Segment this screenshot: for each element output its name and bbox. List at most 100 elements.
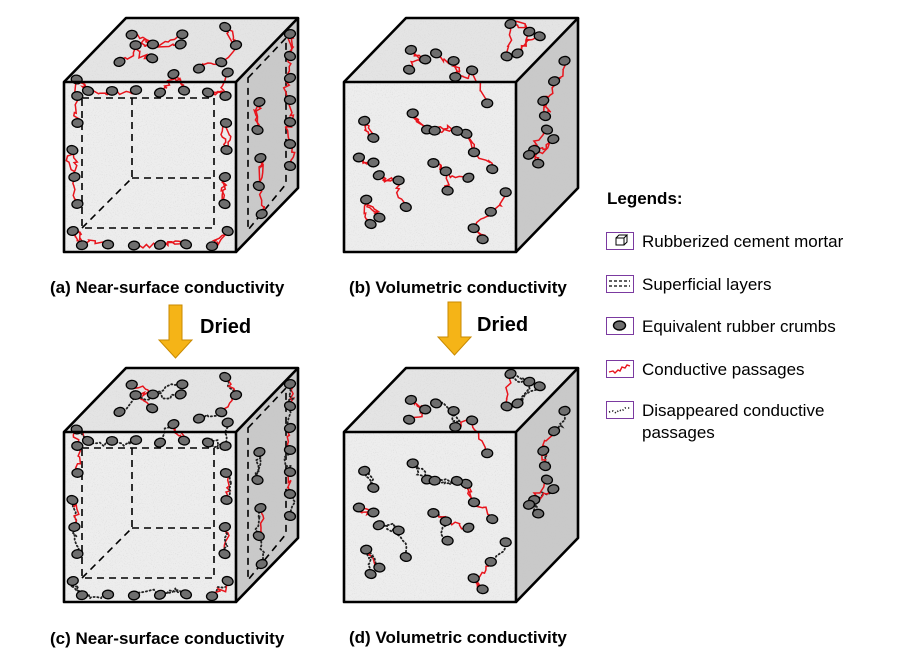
legend-item-disappeared: Disappeared conductive passages bbox=[606, 400, 882, 444]
legend-item-superficial: Superficial layers bbox=[606, 274, 771, 296]
rubber-crumb bbox=[392, 525, 405, 536]
cube-outline bbox=[342, 430, 518, 604]
rubber-crumb bbox=[450, 125, 464, 136]
rubber-crumb bbox=[439, 166, 452, 177]
grain-texture bbox=[236, 18, 298, 252]
legend-label-disappeared: Disappeared conductive passages bbox=[642, 401, 825, 442]
rubber-crumb bbox=[373, 212, 386, 223]
rubber-crumb bbox=[532, 158, 545, 169]
rubber-crumb bbox=[462, 522, 475, 533]
rubber-crumb bbox=[251, 475, 264, 485]
rubber-crumb bbox=[221, 225, 234, 237]
rubber-crumb bbox=[219, 371, 232, 383]
rubber-crumb bbox=[465, 415, 479, 426]
rubber-crumb bbox=[174, 389, 187, 400]
rubber-crumb bbox=[499, 187, 512, 198]
legend-label-passages: Conductive passages bbox=[642, 360, 805, 379]
caption-c: (c) Near-surface conductivity bbox=[50, 629, 285, 648]
rubber-crumb bbox=[229, 40, 243, 51]
grain-texture bbox=[64, 82, 236, 252]
legend-item-mortar: Rubberized cement mortar bbox=[606, 231, 843, 253]
rubber-crumb bbox=[129, 390, 142, 401]
rubber-crumb bbox=[428, 125, 441, 136]
rubber-crumb bbox=[428, 475, 441, 486]
cube-b bbox=[342, 16, 580, 254]
rubber-crumb bbox=[476, 234, 489, 245]
rubber-crumb bbox=[540, 124, 554, 135]
cube-a bbox=[62, 16, 300, 254]
rubber-crumb bbox=[367, 132, 380, 143]
rubber-crumb bbox=[68, 522, 81, 532]
rubber-crumb bbox=[218, 548, 231, 560]
rubber-crumb bbox=[283, 29, 297, 39]
rubber-crumb bbox=[101, 589, 115, 600]
rubber-crumb bbox=[522, 149, 536, 160]
rubber-crumb bbox=[372, 170, 385, 181]
rubber-crumb bbox=[402, 414, 416, 425]
rubber-crumb bbox=[429, 398, 443, 409]
rubber-crumb bbox=[500, 51, 513, 62]
rubber-crumb bbox=[215, 57, 228, 68]
rubber-crumb bbox=[251, 125, 264, 135]
legend-label-crumbs: Equivalent rubber crumbs bbox=[642, 317, 836, 336]
rubber-crumb bbox=[367, 482, 380, 493]
rubber-crumb bbox=[486, 164, 499, 175]
rubber-crumb bbox=[167, 69, 180, 80]
rubber-crumb bbox=[66, 225, 79, 237]
rubber-crumb bbox=[219, 468, 233, 478]
rubber-crumb bbox=[177, 85, 191, 96]
rubber-crumb bbox=[105, 85, 119, 96]
rubber-crumb bbox=[511, 398, 524, 409]
cube-outline bbox=[342, 80, 518, 254]
rubber-crumb bbox=[360, 544, 373, 555]
rubber-crumb bbox=[127, 590, 141, 601]
rubber-crumb bbox=[352, 152, 366, 163]
rubber-crumb bbox=[449, 421, 462, 432]
rubber-crumb bbox=[105, 435, 119, 446]
rubber-crumb bbox=[71, 118, 84, 128]
legend-label-superficial: Superficial layers bbox=[642, 275, 772, 294]
rubber-crumb bbox=[467, 223, 480, 234]
grain-texture bbox=[236, 368, 298, 602]
disappeared-passage bbox=[71, 526, 80, 555]
rubber-crumb bbox=[499, 537, 512, 548]
legend-item-passages: Conductive passages bbox=[606, 359, 805, 381]
rubber-crumb bbox=[221, 417, 234, 428]
cube-c bbox=[62, 366, 300, 604]
rubber-crumb bbox=[476, 584, 489, 595]
rubber-crumb bbox=[176, 379, 189, 390]
rubber-crumb bbox=[406, 108, 419, 119]
rubber-crumb bbox=[283, 95, 297, 105]
rubber-crumb bbox=[125, 379, 138, 390]
rubber-crumb bbox=[537, 445, 550, 456]
rubber-crumb bbox=[467, 573, 480, 584]
rubber-crumb bbox=[113, 406, 126, 417]
rubber-crumb bbox=[71, 199, 84, 209]
rubber-crumb bbox=[153, 589, 167, 600]
rubber-crumb bbox=[177, 435, 191, 446]
down-arrow-icon-right bbox=[436, 301, 473, 356]
legend-item-crumbs: Equivalent rubber crumbs bbox=[606, 316, 836, 338]
rubber-crumb bbox=[352, 502, 366, 513]
rubber-crumb bbox=[484, 556, 497, 567]
grain-texture bbox=[64, 18, 298, 82]
rubber-crumb bbox=[511, 48, 524, 59]
dried-label-right: Dried bbox=[477, 314, 529, 336]
disappeared-passage bbox=[286, 492, 297, 520]
rubber-crumb bbox=[219, 118, 233, 128]
rubber-crumb bbox=[101, 239, 115, 250]
rubber-crumb bbox=[125, 29, 138, 40]
dotted-passage-icon bbox=[606, 401, 634, 419]
rubber-crumb bbox=[467, 497, 481, 508]
rubber-crumb bbox=[201, 87, 215, 98]
rubber-crumb bbox=[253, 446, 266, 458]
rubber-crumb bbox=[358, 115, 371, 126]
rubber-crumb bbox=[402, 64, 416, 75]
rubber-crumb bbox=[153, 239, 167, 250]
rubber-crumb bbox=[372, 520, 385, 531]
rubber-crumb bbox=[465, 65, 479, 76]
rubber-crumb bbox=[404, 44, 418, 55]
grain-texture bbox=[344, 368, 578, 432]
rubber-crumb bbox=[255, 558, 268, 570]
